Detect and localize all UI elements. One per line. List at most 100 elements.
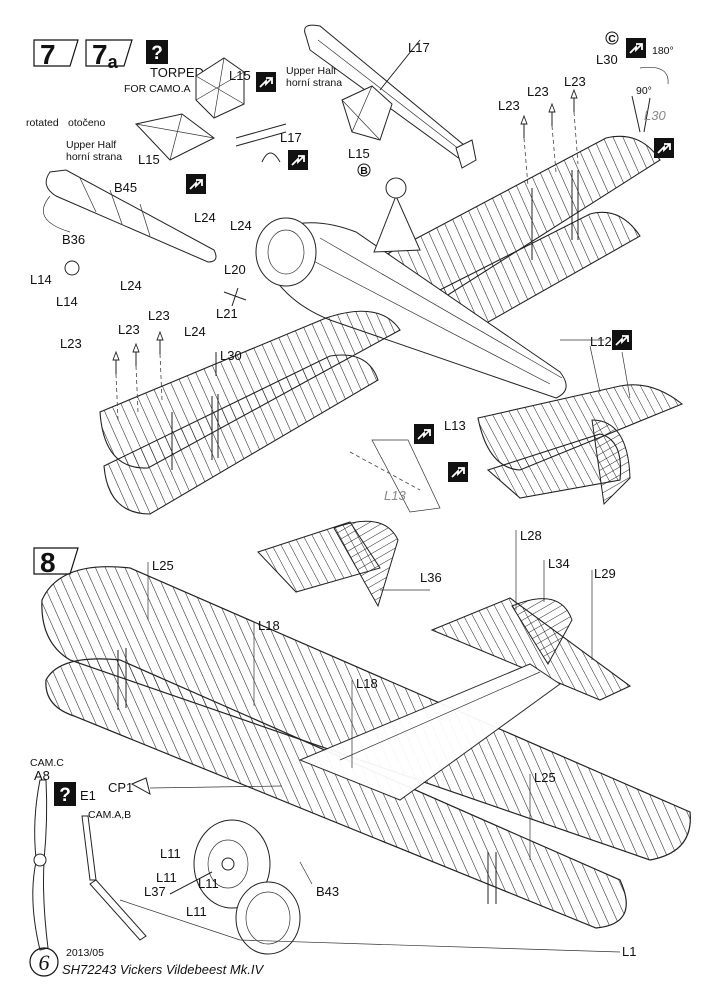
cam-c-label: CAM.C: [30, 757, 64, 769]
label-l17-a: L17: [408, 40, 430, 55]
label-l24-a: L24: [194, 210, 216, 225]
camo-marker-icon: C: [605, 31, 619, 45]
label-l15-b: L15: [348, 146, 370, 161]
question-icon: [54, 782, 76, 806]
decal-arrow-icon: [625, 37, 647, 59]
decal-arrow-icon: [611, 329, 633, 351]
label-b36: B36: [62, 232, 85, 247]
upper-half2-en: Upper Half: [66, 139, 116, 151]
label-l30-ghost: L30: [644, 108, 666, 123]
torpedo-camo-note: FOR CAMO.A: [124, 83, 191, 95]
upper-wing-step8: [41, 566, 691, 861]
step-8-number: 8: [40, 547, 56, 578]
interplane-struts-step8: [117, 648, 497, 904]
angle-90: 90°: [636, 85, 652, 97]
label-l23-5: L23: [118, 322, 140, 337]
label-cp1: CP1: [108, 780, 133, 795]
torpedo-crutch-part-b: [341, 39, 421, 141]
svg-text:C: C: [608, 33, 616, 45]
upper-half-en: Upper Half: [286, 65, 336, 77]
label-l21: L21: [216, 306, 238, 321]
step-7-number: 7: [40, 39, 56, 70]
tailplane-step7: [477, 384, 684, 499]
step-8-panel: 8 L36 L28 L34 L29: [30, 520, 691, 959]
label-l23-2: L23: [527, 84, 549, 99]
label-l24-b: L24: [230, 218, 252, 233]
upper-wing-right: [370, 135, 661, 301]
label-l20: L20: [224, 262, 246, 277]
label-l1: L1: [622, 944, 636, 959]
label-l24-c: L24: [120, 278, 142, 293]
label-l14-b: L14: [56, 294, 78, 309]
label-l23-6: L23: [148, 308, 170, 323]
label-l25-a: L25: [152, 558, 174, 573]
svg-text:B: B: [360, 165, 368, 177]
label-l17-b: L17: [280, 130, 302, 145]
label-l29: L29: [594, 566, 616, 581]
interplane-struts-right: [531, 170, 579, 260]
page-footer: 6 2013/05 SH72243 Vickers Vildebeest Mk.…: [29, 947, 264, 977]
print-date: 2013/05: [66, 947, 104, 959]
label-l18-b: L18: [356, 676, 378, 691]
engine-cowling-step8: [235, 881, 301, 955]
label-l11-a: L11: [160, 846, 181, 861]
torpedo-mounting-frame: [373, 177, 421, 253]
lower-wing-left: [103, 354, 379, 515]
label-l37: L37: [144, 884, 166, 899]
label-a8: A8: [34, 768, 50, 783]
label-l30-a: L30: [596, 52, 618, 67]
label-l30-b: L30: [220, 348, 242, 363]
label-l24-d: L24: [184, 324, 206, 339]
label-l36: L36: [420, 570, 442, 585]
label-l11-b: L11: [156, 870, 177, 885]
label-l23-1: L23: [498, 98, 520, 113]
label-l15-a: L15: [229, 68, 251, 83]
tailplane-small: [257, 520, 399, 608]
label-l34: L34: [548, 556, 570, 571]
rotated-en: rotated: [26, 117, 59, 129]
label-l14-a: L14: [30, 272, 52, 287]
angle-180: 180°: [652, 45, 674, 57]
upper-half-cz: horní strana: [286, 77, 342, 89]
label-l11-d: L11: [186, 904, 207, 919]
decal-arrow-icon: [255, 71, 277, 93]
step-7a-number: 7a: [92, 39, 119, 72]
tailplane-right: [430, 597, 632, 701]
label-e1: E1: [80, 788, 96, 803]
lower-wing-step8: [45, 658, 627, 929]
propeller-cam-ab: [81, 815, 147, 941]
label-l11-c: L11: [198, 876, 219, 891]
label-l18-a: L18: [258, 618, 280, 633]
label-l23-4: L23: [60, 336, 82, 351]
label-l13-ghost: L13: [384, 488, 406, 503]
label-l25-b: L25: [534, 770, 556, 785]
fin-step7: [591, 419, 631, 506]
step-7-panel: 7 7a TORPEDO FOR CAMO.A L15 Upper Half h…: [26, 24, 684, 515]
upper-wing-left: [99, 310, 401, 469]
decal-arrow-icon: [287, 149, 309, 171]
torpedo-crutch-part: [195, 57, 245, 119]
fuselage-step8: [298, 663, 561, 801]
decal-arrow-icon: [413, 423, 435, 445]
label-l23-3: L23: [564, 74, 586, 89]
step-7-badge: 7: [33, 39, 79, 70]
footer-title: SH72243 Vickers Vildebeest Mk.IV: [62, 962, 264, 977]
upper-half2-cz: horní strana: [66, 151, 122, 163]
decal-arrow-icon: [447, 461, 469, 483]
question-icon: [146, 40, 168, 64]
label-l15-c: L15: [138, 152, 160, 167]
label-b45: B45: [114, 180, 137, 195]
label-l12: L12: [590, 334, 612, 349]
camo-marker-icon: B: [357, 163, 371, 177]
label-b43: B43: [316, 884, 339, 899]
engine-step8: [193, 819, 271, 909]
page-number: 6: [39, 950, 50, 975]
cam-ab-label: CAM.A,B: [88, 809, 131, 821]
torpedo-body: [304, 24, 477, 169]
label-l13: L13: [444, 418, 466, 433]
torpedo-left: [43, 169, 217, 276]
propeller-cam-c: [32, 779, 49, 951]
decal-arrow-icon: [185, 173, 207, 195]
torpedo-crutch-rotated: [135, 113, 215, 161]
